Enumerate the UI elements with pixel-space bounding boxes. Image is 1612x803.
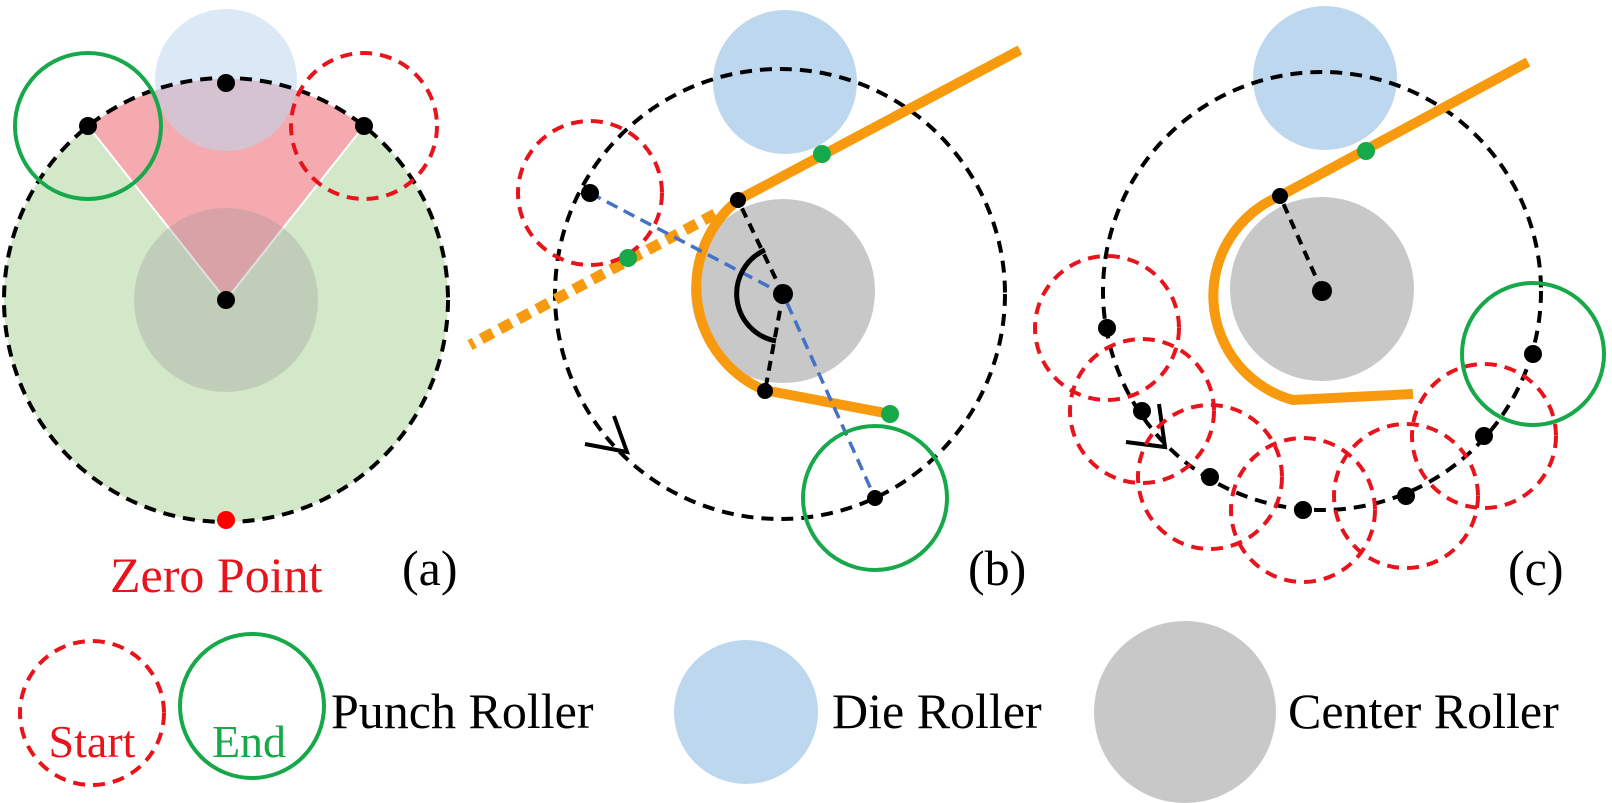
path-point-dot: [1475, 427, 1493, 445]
radius-line: [1278, 195, 1324, 292]
die-roller: [713, 10, 857, 154]
panel-c-label: (c): [1508, 540, 1564, 596]
start-punch-roller: [516, 119, 664, 267]
tangent-point: [1272, 188, 1288, 204]
center-point-dot: [773, 284, 793, 304]
center-point-dot: [1312, 281, 1332, 301]
punch-path-circle: [1101, 70, 1543, 512]
formed-sheet: [1208, 57, 1531, 406]
path-point-dot: [1201, 468, 1219, 486]
center-point-dot: [217, 291, 235, 309]
direction-arrow: [584, 415, 631, 455]
radius-line-upper: [736, 199, 785, 295]
contact-point-start: [619, 249, 637, 267]
path-point-dot: [1098, 319, 1116, 337]
tangent-point-lower: [757, 383, 773, 399]
formed-sheet: [691, 45, 1023, 419]
legend-start-punch-roller: [18, 639, 166, 787]
start-punch-roller: [289, 51, 439, 201]
top-point-dot: [217, 74, 235, 92]
end-punch-roller: [13, 51, 163, 201]
panel-a-label: (a): [402, 540, 458, 596]
bend-angle-arc: [734, 247, 777, 344]
legend-punch-roller-label: Punch Roller: [331, 683, 594, 739]
contact-point-die: [813, 145, 831, 163]
panel-c: (c): [1033, 6, 1606, 596]
sheet-extension-dashed: [467, 209, 718, 350]
legend-die-roller: [674, 640, 818, 784]
start-point-dot: [581, 184, 599, 202]
path-point-dot: [1133, 402, 1151, 420]
panel-a: Zero Point (a): [2, 9, 458, 603]
contact-point-end: [881, 405, 899, 423]
legend-end-punch-roller: [178, 632, 326, 780]
zero-point-label: Zero Point: [110, 547, 323, 603]
legend: Start End Punch Roller Die Roller Center…: [18, 621, 1559, 803]
punch-roller-position: [1410, 362, 1558, 510]
punch-roller-position: [1033, 254, 1181, 402]
legend-die-roller-label: Die Roller: [832, 683, 1042, 739]
legend-start-label: Start: [49, 716, 136, 767]
start-point-dot: [355, 117, 373, 135]
zero-point-dot: [217, 511, 235, 529]
path-point-dot: [1524, 345, 1542, 363]
tangent-point-upper: [730, 192, 746, 208]
end-punch-roller: [1460, 281, 1606, 427]
punch-roller-position: [1229, 436, 1377, 584]
end-point-dot: [79, 117, 97, 135]
legend-end-label: End: [212, 716, 286, 767]
legend-center-roller: [1094, 621, 1276, 803]
panel-b: (b): [467, 10, 1026, 596]
path-point-dot: [1397, 487, 1415, 505]
punch-roller-position: [1068, 337, 1216, 485]
punch-roller-position: [1332, 422, 1480, 570]
direction-arrow: [1125, 403, 1168, 450]
panel-b-label: (b): [968, 540, 1026, 596]
end-punch-roller: [801, 424, 949, 572]
contact-point-die: [1357, 142, 1375, 160]
legend-center-roller-label: Center Roller: [1288, 683, 1559, 739]
path-point-dot: [1294, 501, 1312, 519]
punch-roller-position: [1136, 403, 1284, 551]
end-point-dot: [867, 490, 883, 506]
die-roller: [1253, 6, 1397, 150]
